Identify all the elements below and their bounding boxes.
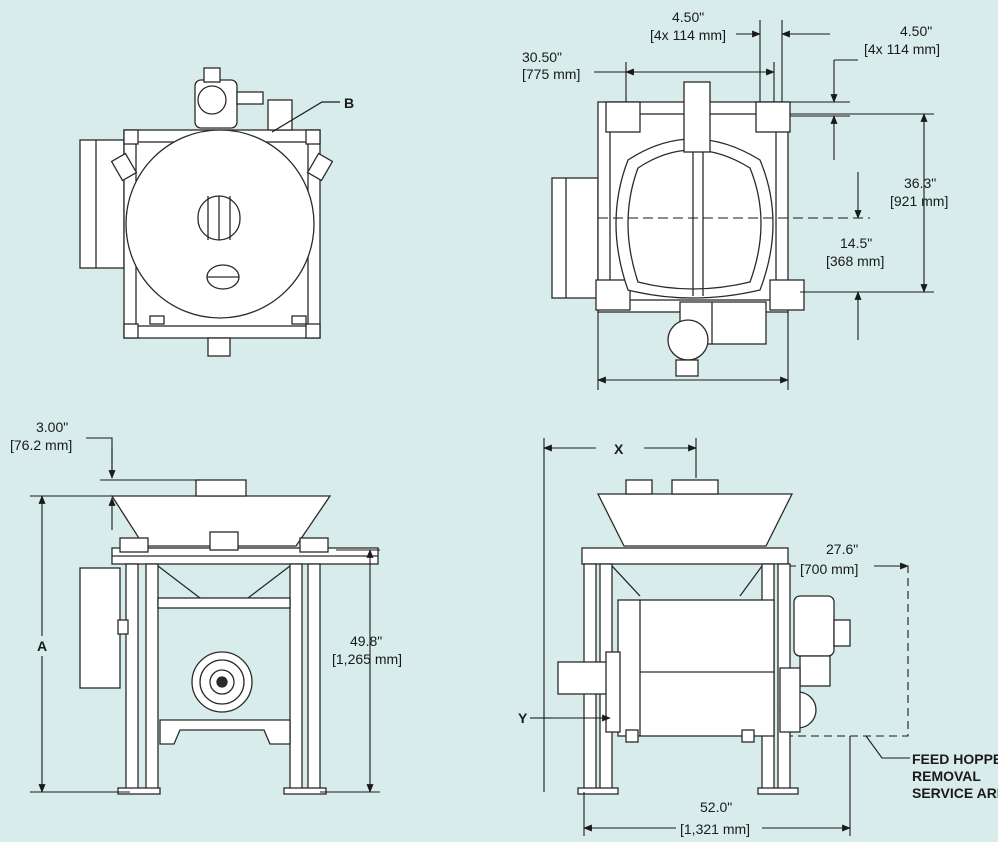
- callout-b: B: [344, 95, 354, 111]
- leg-left-1: [125, 563, 139, 793]
- dim-a: A: [37, 638, 47, 654]
- leg-right-2: [307, 563, 321, 793]
- leg-left-2: [145, 563, 159, 793]
- leg-right-1: [289, 563, 303, 793]
- dim-bolt-v: 4.50": [900, 23, 932, 39]
- dim-center-mm: [368 mm]: [826, 253, 884, 269]
- dim-height-mm: [1,265 mm]: [332, 651, 402, 667]
- dimension-lines-top-right: [594, 20, 934, 390]
- callout-b-leader: [271, 101, 340, 133]
- bottom-spout: [207, 337, 231, 357]
- dim-center: 14.5": [840, 235, 872, 251]
- dim-lip-mm: [76.2 mm]: [10, 437, 72, 453]
- dim-width-top: 30.50": [522, 49, 562, 65]
- front-view-left: [79, 479, 379, 795]
- base-housing: [159, 719, 291, 745]
- side-box: [79, 567, 121, 689]
- top-deck: [581, 547, 789, 565]
- hopper: [110, 495, 332, 547]
- dim-width-bottom-mm-bg: [676, 819, 762, 837]
- dim-width-top-mm: [775 mm]: [522, 66, 580, 82]
- side-view-right: [557, 479, 851, 795]
- dim-bolt-h: 4.50": [672, 9, 704, 25]
- label-x-bg: [608, 438, 632, 458]
- note-line-3: SERVICE AREA: [912, 785, 998, 801]
- dim-lip: 3.00": [36, 419, 68, 435]
- dim-depth: 36.3": [904, 175, 936, 191]
- dimension-lines-bottom-left: [30, 437, 380, 793]
- top-view-left: [79, 67, 334, 357]
- hopper: [596, 493, 794, 547]
- dim-service: 27.6": [826, 541, 858, 557]
- side-box: [551, 177, 599, 299]
- note-line-2: REMOVAL: [912, 768, 981, 784]
- dim-service-mm-bg: [796, 560, 874, 578]
- dim-bolt-v-mm: [4x 114 mm]: [864, 41, 940, 57]
- dim-height: 49.8": [350, 633, 382, 649]
- dim-depth-mm: [921 mm]: [890, 193, 948, 209]
- top-view-right: [551, 81, 805, 377]
- dim-bolt-h-mm: [4x 114 mm]: [650, 27, 726, 43]
- dim-y: Y: [518, 710, 528, 726]
- dim-service-mm: [700 mm]: [800, 561, 858, 577]
- center-shaft: [683, 81, 711, 153]
- label-a-bg: [34, 636, 50, 656]
- motor-body: [793, 595, 835, 657]
- dim-width-bottom-mm: [1,321 mm]: [680, 821, 750, 837]
- drum-housing: [617, 599, 775, 737]
- dim-x: X: [614, 441, 624, 457]
- dim-width-bottom: 52.0": [700, 799, 732, 815]
